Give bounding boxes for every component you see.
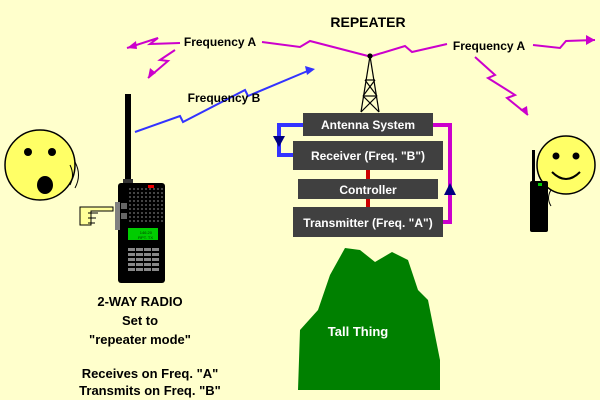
caption-line-5: Transmits on Freq. "B"	[79, 383, 221, 398]
transmitter-block: Transmitter (Freq. "A")	[293, 207, 443, 237]
freq-a-to-tower	[261, 39, 369, 57]
frequency-b-signal	[134, 69, 311, 133]
arrow-down-icon	[273, 136, 285, 147]
caption-line-3: "repeater mode"	[89, 332, 191, 347]
handheld-radio-icon	[530, 150, 548, 232]
freq-a-left-bolt	[126, 37, 181, 49]
freq-a-left-down-bolt	[147, 49, 176, 79]
tower-icon	[360, 53, 380, 113]
arrow-up-icon	[444, 183, 456, 195]
svg-text:Receiver (Freq. "B"): Receiver (Freq. "B")	[311, 149, 425, 163]
controller-block: Controller	[298, 179, 438, 199]
radio-display-frequency: 146.20	[140, 230, 153, 235]
antenna-system-block: Antenna System	[303, 113, 433, 136]
transmit-path	[433, 123, 452, 224]
tall-thing-label: Tall Thing	[328, 324, 388, 339]
speaker-grille	[129, 188, 163, 222]
freq-b-label: Frequency B	[188, 91, 261, 105]
freq-a-right-label: Frequency A	[453, 39, 526, 53]
svg-text:Controller: Controller	[339, 183, 397, 197]
happy-face-icon	[536, 135, 596, 209]
radio-caption: 2-WAY RADIO Set to "repeater mode" Recei…	[79, 294, 221, 398]
caption-line-4: Receives on Freq. "A"	[82, 366, 219, 381]
freq-a-arrowheads	[127, 35, 595, 115]
freq-a-right-bolt	[371, 43, 448, 57]
freq-a-far-right-bolt	[532, 39, 596, 50]
caption-line-2: Set to	[122, 313, 158, 328]
receiver-block: Receiver (Freq. "B")	[293, 141, 443, 170]
caption-line-1: 2-WAY RADIO	[97, 294, 182, 309]
svg-text:Antenna System: Antenna System	[321, 118, 415, 132]
title: REPEATER	[330, 14, 405, 30]
freq-a-down-bolt	[474, 56, 529, 116]
radio-display-mode: RPT. TX	[138, 235, 153, 240]
freq-a-left-label: Frequency A	[184, 35, 257, 49]
svg-text:Transmitter (Freq. "A"): Transmitter (Freq. "A")	[303, 216, 432, 230]
freq-b-arrowhead	[305, 66, 315, 75]
pointing-hand-icon	[79, 206, 114, 226]
talking-face-icon	[4, 129, 79, 201]
tall-thing-mountain	[298, 248, 440, 390]
frequency-a-signal	[126, 37, 596, 116]
